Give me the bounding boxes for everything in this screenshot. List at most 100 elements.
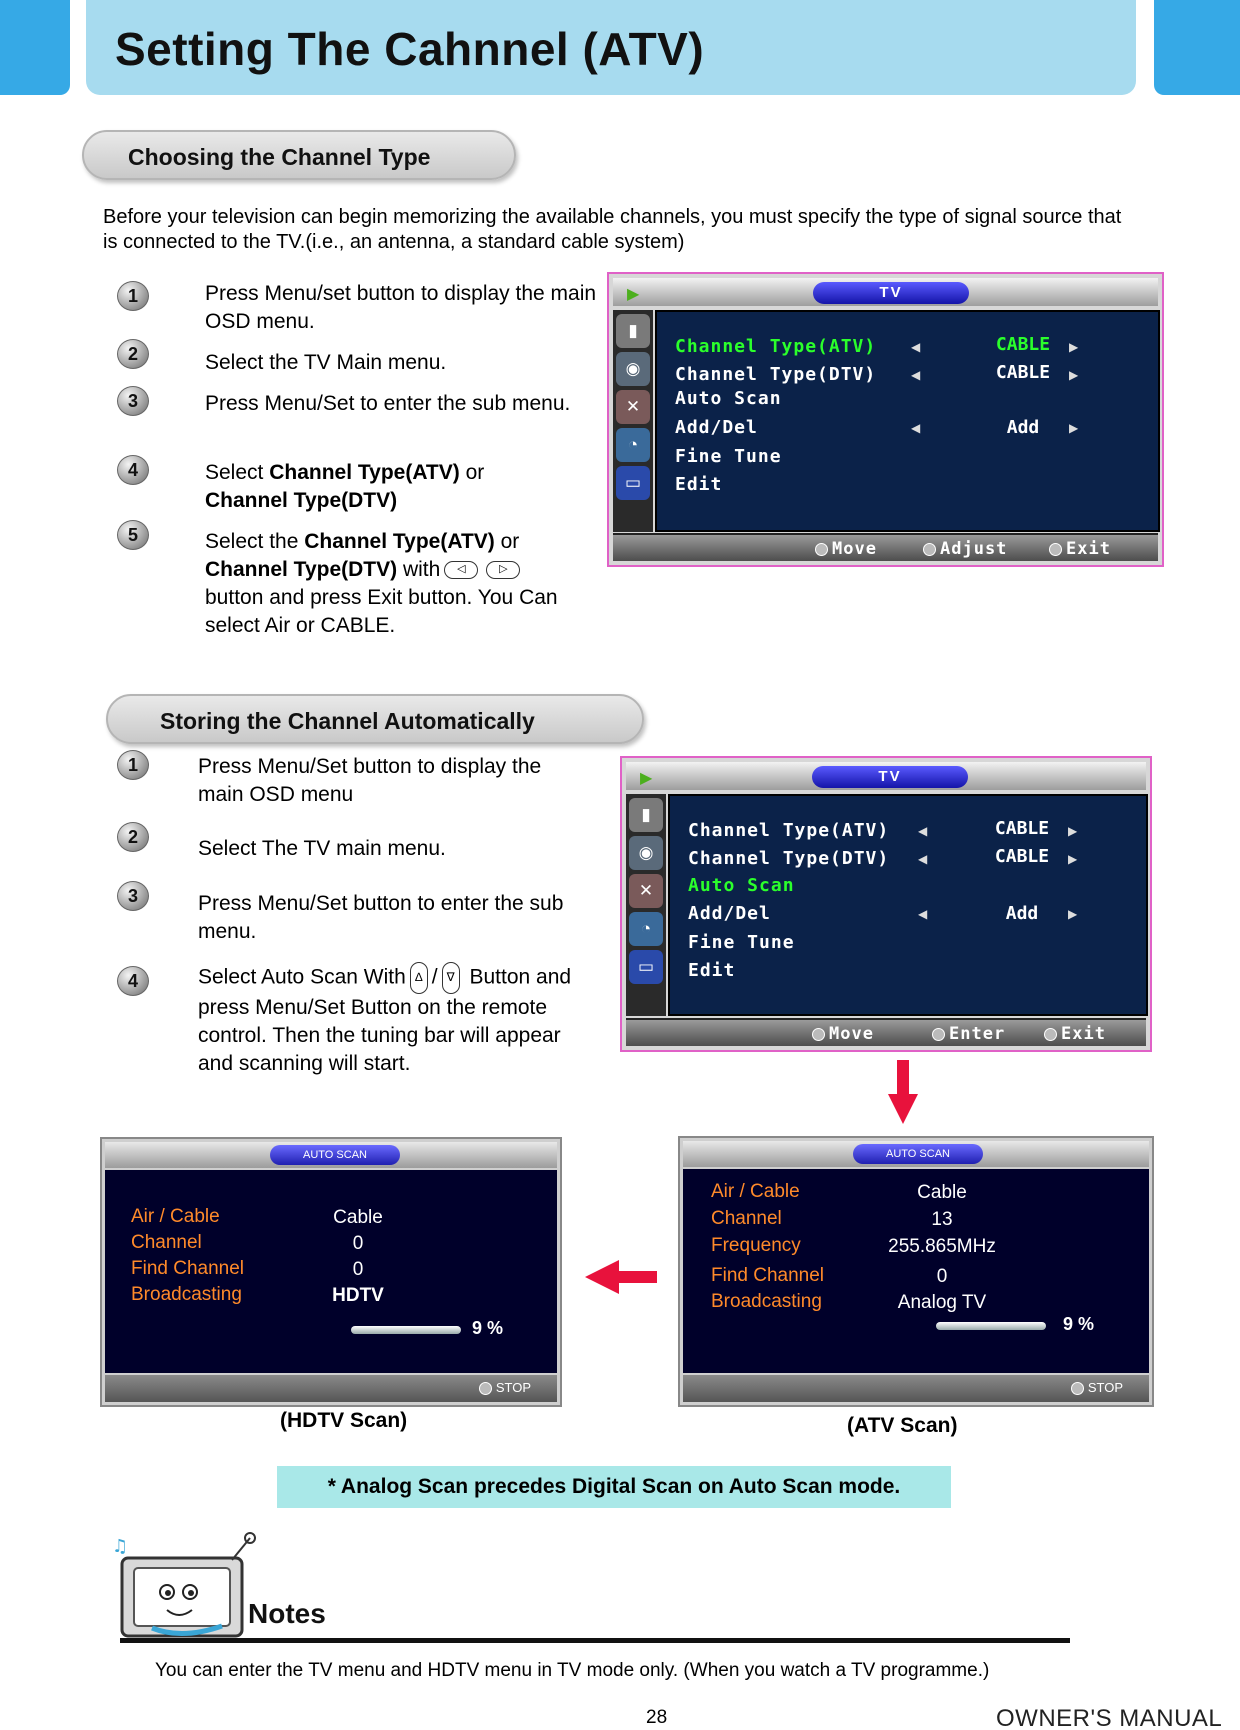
- scan-value: 13: [931, 1209, 953, 1230]
- scan-label: Channel: [131, 1232, 202, 1253]
- osd-tab-tv: TV: [813, 282, 969, 304]
- scan-label: Broadcasting: [131, 1284, 242, 1305]
- notes-text: You can enter the TV menu and HDTV menu …: [155, 1660, 990, 1681]
- scan-percent: 9 %: [1063, 1314, 1095, 1334]
- section-title-auto-store: Storing the Channel Automatically: [106, 694, 644, 744]
- tv-osd-menu: ▶ TV ▮ ◉ ✕ ◔ ▭ Channel Type(ATV) ◀ CABLE…: [620, 756, 1152, 1052]
- osd-row-label[interactable]: Add/Del: [688, 903, 771, 924]
- scan-label: Frequency: [711, 1235, 801, 1256]
- osd-sidebar: ▮ ◉ ✕ ◔ ▭: [613, 310, 653, 532]
- osd-menu-list: Channel Type(ATV) ◀ CABLE ▶ Channel Type…: [668, 794, 1148, 1016]
- step-text: Press Menu/Set button to display the mai…: [198, 755, 542, 806]
- clock-icon: ◔: [616, 428, 650, 462]
- osd-row-label[interactable]: Add/Del: [675, 417, 758, 438]
- step-text: Press Menu/set button to display the mai…: [205, 282, 597, 333]
- scan-tab: AUTO SCAN: [270, 1145, 400, 1165]
- scan-label: Air / Cable: [711, 1181, 800, 1202]
- step-text: Select the TV Main menu.: [205, 351, 447, 374]
- picture-icon: ▮: [616, 314, 650, 348]
- osd-row-label[interactable]: Channel Type(DTV): [688, 848, 890, 869]
- scan-value: 0: [936, 1266, 948, 1287]
- section-title-text: Storing the Channel Automatically: [160, 708, 535, 734]
- left-button-icon: ◁: [444, 561, 479, 580]
- tv-osd-menu: ▶ TV ▮ ◉ ✕ ◔ ▭ Channel Type(ATV) ◀ CABLE…: [607, 272, 1164, 567]
- osd-menu-list: Channel Type(ATV) ◀ CABLE ▶ Channel Type…: [655, 310, 1160, 532]
- scan-label: Channel: [711, 1208, 782, 1229]
- osd-title-bar: ▶ TV: [613, 278, 1158, 306]
- scan-value: 0: [352, 1259, 364, 1280]
- page-title: Setting The Cahnnel (ATV): [115, 23, 705, 75]
- osd-arrow-icon: ▶: [640, 770, 653, 787]
- manual-label: OWNER'S MANUAL: [996, 1705, 1223, 1730]
- osd-row-value: Add: [1005, 903, 1039, 924]
- scan-value: Analog TV: [897, 1292, 987, 1313]
- step-badge: 5: [117, 520, 149, 550]
- up-button-icon: ∆: [409, 962, 428, 994]
- osd-row-value: Add: [1006, 417, 1040, 438]
- clock-icon: ◔: [629, 912, 663, 946]
- osd-row-label[interactable]: Channel Type(DTV): [675, 364, 877, 385]
- scan-label: Air / Cable: [131, 1206, 220, 1227]
- page-number: 28: [646, 1707, 668, 1728]
- picture-icon: ▮: [629, 798, 663, 832]
- osd-row-label[interactable]: Channel Type(ATV): [688, 820, 890, 841]
- osd-row-value: CABLE: [995, 362, 1051, 383]
- header-band: [86, 0, 1136, 95]
- atv-scan-screen: AUTO SCAN Air / Cable Cable Channel 13 F…: [678, 1136, 1154, 1407]
- osd-row-label[interactable]: Auto Scan: [688, 875, 795, 896]
- osd-row-label[interactable]: Auto Scan: [675, 388, 782, 409]
- down-button-icon: ∇: [441, 962, 460, 994]
- scan-label: Broadcasting: [711, 1291, 822, 1312]
- scan-progress-bar: [936, 1322, 1046, 1330]
- sound-icon: ◉: [629, 836, 663, 870]
- scan-tab: AUTO SCAN: [853, 1144, 983, 1164]
- scan-value: Cable: [917, 1182, 967, 1203]
- intro-paragraph: Before your television can begin memoriz…: [103, 206, 1122, 253]
- tv-icon: ▭: [616, 466, 650, 500]
- section-title-text: Choosing the Channel Type: [128, 144, 431, 170]
- tools-icon: ✕: [629, 874, 663, 908]
- step-text: Press Menu/Set button to enter the sub m…: [198, 892, 564, 943]
- step-badge: 4: [117, 455, 149, 485]
- tv-mascot-icon: ♫: [112, 1532, 256, 1638]
- step-text: Press Menu/Set to enter the sub menu.: [205, 392, 571, 415]
- header-right-block: [1154, 0, 1240, 95]
- hdtv-scan-caption: (HDTV Scan): [280, 1409, 408, 1432]
- svg-text:♫: ♫: [112, 1536, 128, 1557]
- step-badge: 1: [117, 750, 149, 780]
- osd-row-value: CABLE: [994, 818, 1050, 839]
- step-badge: 3: [117, 386, 149, 416]
- stop-button[interactable]: STOP: [478, 1380, 531, 1396]
- step-badge: 4: [117, 966, 149, 996]
- right-button-icon: ▷: [486, 561, 521, 580]
- scan-value: 0: [352, 1233, 364, 1254]
- step-text: Select the Channel Type(ATV) or Channel …: [205, 530, 558, 637]
- osd-arrow-icon: ▶: [627, 286, 640, 303]
- step-badge: 2: [117, 822, 149, 852]
- step-badge: 2: [117, 339, 149, 369]
- osd-row-label[interactable]: Channel Type(ATV): [675, 336, 877, 357]
- stop-button[interactable]: STOP: [1070, 1380, 1123, 1396]
- notes-divider: [120, 1638, 1070, 1643]
- step-text: Select Auto Scan With∆/∇ Button and pres…: [198, 962, 598, 1078]
- arrow-left-icon: [585, 1260, 657, 1294]
- step-badge: 1: [117, 281, 149, 311]
- osd-sidebar: ▮ ◉ ✕ ◔ ▭: [626, 794, 666, 1016]
- section-title-channel-type: Choosing the Channel Type: [82, 130, 516, 180]
- osd-row-label[interactable]: Edit: [688, 960, 736, 981]
- step-badge: 3: [117, 881, 149, 911]
- atv-scan-caption: (ATV Scan): [847, 1414, 958, 1437]
- scan-percent: 9 %: [472, 1318, 504, 1338]
- scan-value: 255.865MHz: [888, 1236, 996, 1257]
- notes-heading: Notes: [248, 1598, 326, 1629]
- osd-row-label[interactable]: Edit: [675, 474, 723, 495]
- scan-progress-bar: [351, 1326, 461, 1334]
- scan-label: Find Channel: [131, 1258, 245, 1279]
- arrow-down-icon: [888, 1060, 918, 1124]
- osd-tab-tv: TV: [812, 766, 968, 788]
- sound-icon: ◉: [616, 352, 650, 386]
- osd-row-label[interactable]: Fine Tune: [688, 932, 795, 953]
- osd-footer: Move Enter Exit: [626, 1018, 1146, 1046]
- osd-row-label[interactable]: Fine Tune: [675, 446, 782, 467]
- hdtv-scan-screen: AUTO SCAN Air / Cable Cable Channel 0 Fi…: [100, 1137, 562, 1407]
